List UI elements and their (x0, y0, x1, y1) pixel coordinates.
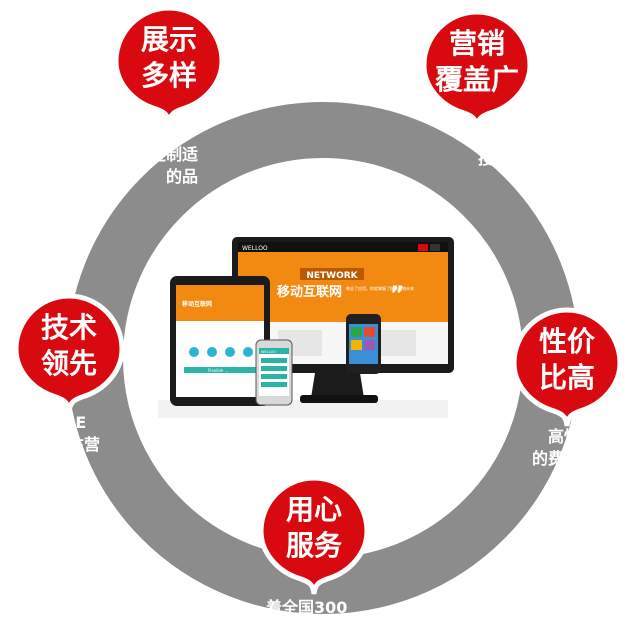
tablet: 移动互联网 Flexible ... (170, 276, 270, 406)
pin-label: 用心 服务 (255, 492, 373, 564)
pin-line: 领先 (40, 347, 97, 380)
caption-top-left: 个用户 定制适 的品 (128, 122, 198, 188)
tablet-icon (189, 347, 199, 357)
monitor-nav-button (430, 244, 440, 251)
phone-small-screen (259, 348, 289, 396)
monitor-quote: ” (390, 283, 404, 308)
network-banner (300, 268, 364, 280)
caption-right: 高性 的费， 高 (500, 426, 580, 492)
tablet-icon (225, 347, 235, 357)
pin-line: 比高 (538, 361, 595, 394)
caption-left: VEE 专注营 建设 (52, 412, 114, 478)
caption-line: VEE (52, 413, 87, 432)
phone-small-brand: WELLOO (261, 350, 276, 354)
phone-small-row (261, 358, 287, 363)
monitor-topbar (238, 242, 448, 252)
pin-line: 性价 (538, 325, 595, 358)
pin-line: 用心 (285, 493, 342, 526)
pin-line: 营销 (448, 27, 505, 60)
phone-small-row (261, 374, 287, 379)
caption-line: 个用户 (149, 123, 198, 142)
caption-line: 高性 (547, 427, 580, 446)
monitor-tile (376, 330, 416, 356)
tablet-footer-bar (184, 367, 256, 373)
monitor-stand (311, 373, 364, 398)
caption-line: 的费， (531, 449, 580, 468)
pin-line: 技术 (40, 311, 97, 344)
pin-top-right: 营销 覆盖广 (418, 6, 536, 129)
pin-line: 多样 (140, 59, 197, 92)
pin-label: 营销 覆盖广 (418, 26, 536, 98)
pin-shape (13, 293, 125, 413)
pin-shape (258, 475, 370, 595)
phone-small-row (261, 382, 287, 387)
caption-line: 定制适 (149, 145, 198, 164)
monitor-network-title: NETWORK (306, 271, 358, 281)
pin-shape (421, 9, 533, 129)
pin-line: 服务 (285, 529, 342, 562)
monitor-foot (300, 395, 378, 403)
phone-large (346, 314, 381, 374)
pin-right: 性价 比高 (508, 304, 626, 427)
tablet-footer-text: Flexible ... (208, 368, 228, 373)
phone-small-header (259, 348, 289, 354)
tablet-icon (243, 347, 253, 357)
caption-line: 的品 (165, 167, 198, 186)
phone-small-row (261, 366, 287, 371)
pin-label: 性价 比高 (508, 324, 626, 396)
pin-label: 展示 多样 (110, 22, 228, 94)
tablet-icon (207, 347, 217, 357)
pin-shape (511, 307, 623, 427)
monitor-brand: WELLOO (242, 245, 268, 252)
phone-tile (364, 340, 375, 350)
caption-line: 覆盖 (478, 127, 511, 146)
caption-top-right: 覆盖 搜索 (478, 126, 548, 170)
pin-bottom: 用心 服务 (255, 472, 373, 595)
pin-line: 展示 (140, 23, 197, 56)
devices-illustration: WELLOO NETWORK 移动互联网 做全了应用，你就掌握了移动营销未来 ” (158, 237, 454, 418)
pin-label: 技术 领先 (10, 310, 128, 382)
caption-line: 建设 (52, 457, 85, 476)
phone-tile (351, 340, 362, 350)
tablet-banner: 移动互联网 (182, 300, 212, 308)
tablet-banner-bg (176, 285, 264, 321)
caption-bottom: 着全国300 (266, 598, 348, 617)
pin-top-left: 展示 多样 (110, 2, 228, 125)
phone-small: WELLOO (255, 339, 293, 406)
monitor-headline: 移动互联网 (277, 284, 342, 300)
caption-line: 高 (563, 471, 580, 490)
monitor-nav-button (418, 244, 428, 251)
monitor-sub: 做全了应用，你就掌握了移动营销未来 (346, 285, 414, 291)
caption-line: 专注营 (52, 435, 101, 454)
pin-shape (113, 5, 225, 125)
phone-tile (351, 327, 362, 337)
pin-left: 技术 领先 (10, 290, 128, 413)
caption-line: 搜索 (478, 149, 511, 168)
pin-line: 覆盖广 (434, 63, 519, 96)
phone-tile (364, 327, 375, 337)
